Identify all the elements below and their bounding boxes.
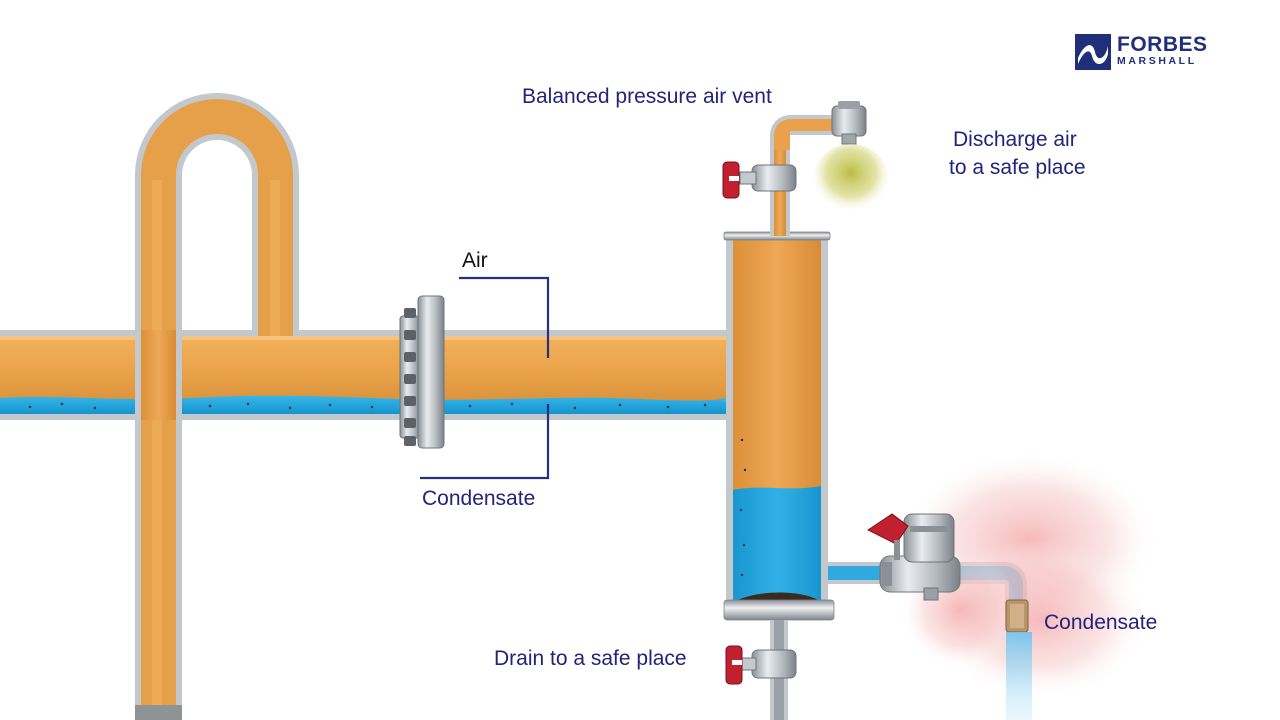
air-label: Air [462, 249, 488, 272]
condensate-trap-label: Condensate [1044, 611, 1158, 634]
brand-line2: MARSHALL [1117, 55, 1197, 67]
discharge-air-label-line1: Discharge air [953, 128, 1077, 151]
brand-logo: FORBES MARSHALL [1075, 34, 1220, 72]
condensate-layer [0, 395, 745, 414]
collected-condensate [733, 486, 821, 600]
vertical-collector [723, 231, 835, 621]
air-bracket [459, 276, 550, 358]
expansion-loop [135, 93, 299, 720]
discharged-air-plume [813, 144, 889, 216]
brand-line1: FORBES [1117, 33, 1208, 56]
discharge-air-label-line2: to a safe place [949, 156, 1086, 179]
condensate-jet [1006, 632, 1032, 720]
trap-valve-handwheel-icon[interactable] [867, 513, 909, 560]
condensate-bracket [420, 404, 550, 480]
red-handwheel-valve-icon[interactable] [722, 161, 797, 199]
balanced-pressure-air-vent-icon[interactable] [831, 101, 867, 145]
air-vent-label: Balanced pressure air vent [522, 85, 772, 108]
drain-valve-icon[interactable] [725, 645, 797, 685]
pipe-flange [399, 295, 445, 449]
main-steam-pipe [0, 330, 745, 420]
condensate-pipe-label: Condensate [422, 487, 536, 510]
forbes-marshall-logo-icon [1075, 34, 1111, 70]
drain-label: Drain to a safe place [494, 647, 687, 670]
steam-trap-icon[interactable] [879, 513, 961, 601]
trap-outlet-nozzle-icon [1005, 599, 1029, 633]
